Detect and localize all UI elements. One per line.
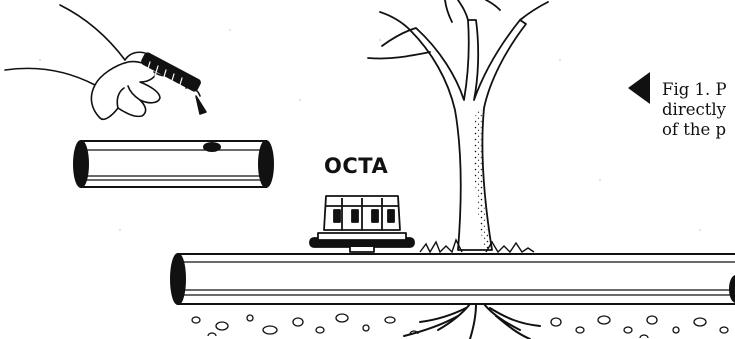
hand-holding-dripper-icon: [5, 5, 206, 119]
octa-label: OCTA: [324, 154, 388, 178]
small-pipe: [74, 141, 273, 187]
left-pointer-triangle-icon: [628, 72, 650, 104]
caption-line-1: Fig 1. P: [662, 80, 727, 100]
main-pipe: [171, 254, 735, 304]
octa-emitter: [310, 196, 414, 252]
caption-line-3: of the p: [662, 120, 727, 140]
caption-line-2: directly: [662, 100, 727, 120]
roots: [404, 304, 540, 339]
figure-caption: Fig 1. P directly of the p: [662, 80, 727, 140]
soil-pebbles: [192, 314, 728, 338]
